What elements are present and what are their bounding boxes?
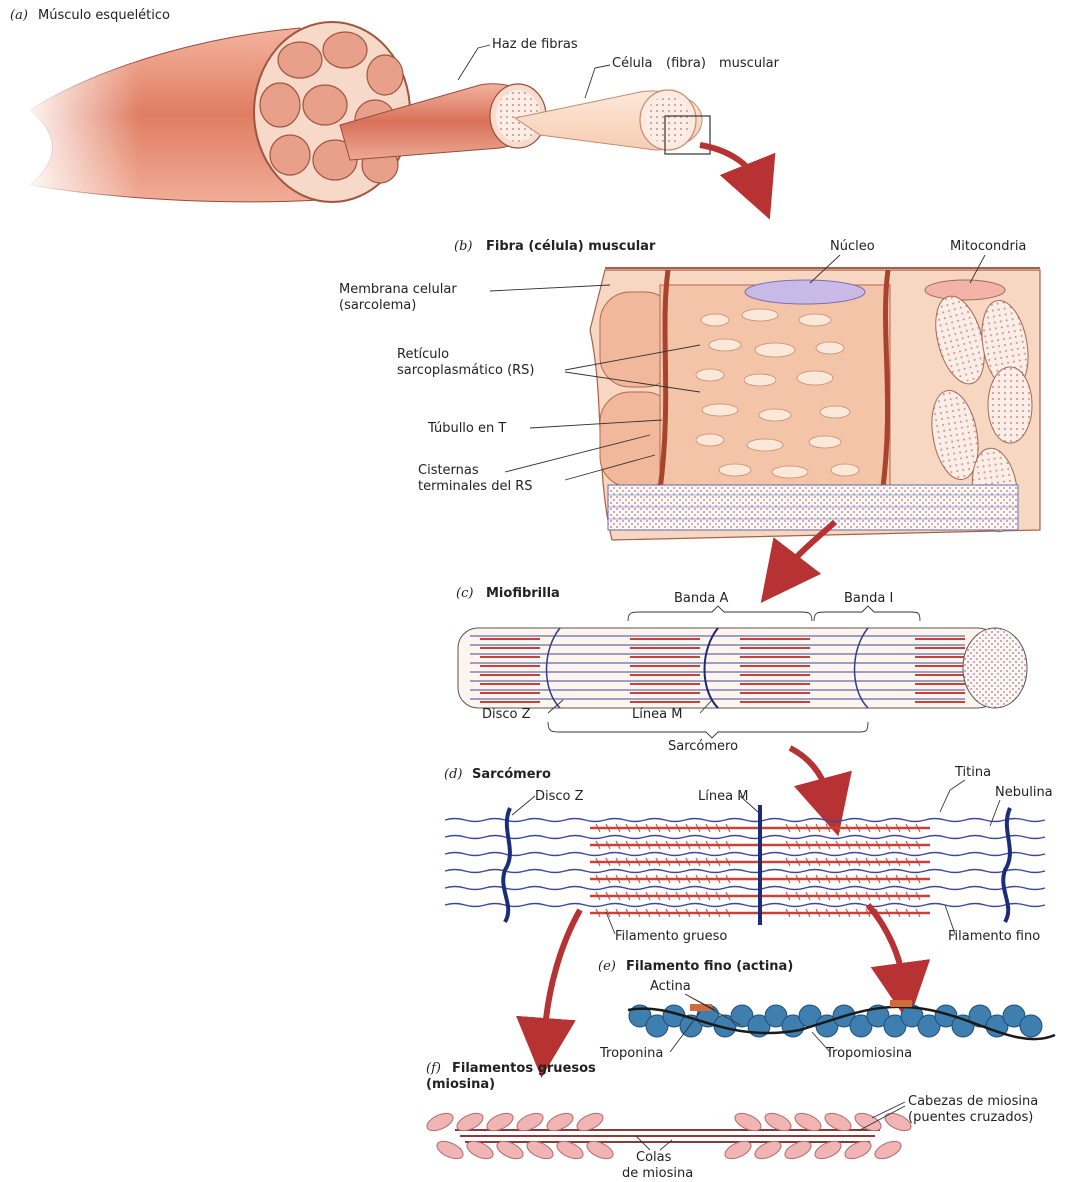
label-colas-1: Colas <box>636 1150 672 1165</box>
thin-filament <box>445 819 1045 822</box>
label-mitocondria: Mitocondria <box>950 239 1026 254</box>
myosin-rod <box>455 1130 880 1142</box>
label-disco-z-d: Disco Z <box>535 789 584 804</box>
label-sarcomero: Sarcómero <box>668 739 738 754</box>
label-banda-i: Banda I <box>844 591 893 606</box>
label-cabezas-1: Cabezas de miosina <box>908 1094 1038 1109</box>
panel-b-muscle-fiber: (b) Fibra (célula) muscular <box>339 239 1040 565</box>
label-celula-1: Célula <box>612 56 653 71</box>
label-colas-2: de miosina <box>622 1166 693 1181</box>
myofibril-end <box>963 628 1027 708</box>
label-celula-2: (fibra) <box>666 56 706 71</box>
panel-c-letter: (c) <box>456 586 473 601</box>
label-haz-fibras: Haz de fibras <box>492 37 578 52</box>
label-cabezas-2: (puentes cruzados) <box>908 1110 1033 1125</box>
panel-e-title: Filamento fino (actina) <box>626 959 793 974</box>
label-disco-z-c: Disco Z <box>482 707 531 722</box>
arrow-d-to-f <box>545 910 580 1030</box>
panel-a-letter: (a) <box>10 8 28 23</box>
myosin-head <box>424 1110 455 1135</box>
label-reticulo-2: sarcoplasmático (RS) <box>397 363 535 378</box>
panel-d-letter: (d) <box>444 767 462 782</box>
label-cisternas-1: Cisternas <box>418 463 479 478</box>
panel-f-letter: (f) <box>426 1061 441 1076</box>
arrow-c-to-d <box>790 748 826 790</box>
panel-d-title: Sarcómero <box>472 767 551 782</box>
label-cisternas-2: terminales del RS <box>418 479 533 494</box>
label-tropomiosina: Tropomiosina <box>825 1046 912 1061</box>
thin-filament <box>445 870 1045 873</box>
panel-f-title-2: (miosina) <box>426 1077 495 1092</box>
arrow-d-to-e <box>868 905 902 975</box>
label-reticulo-1: Retículo <box>397 347 449 362</box>
myosin-head <box>434 1138 465 1163</box>
panel-e-thin-filament: (e) Filamento fino (actina) Actina Tropo… <box>598 959 1055 1061</box>
label-tubulo: Túbullo en T <box>427 421 506 436</box>
label-nebulina: Nebulina <box>995 785 1053 800</box>
panel-e-letter: (e) <box>598 959 616 974</box>
thin-filament <box>445 887 1045 890</box>
label-filamento-fino: Filamento fino <box>948 929 1040 944</box>
panel-a-title: Músculo esquelético <box>38 8 170 23</box>
label-actina: Actina <box>650 979 691 994</box>
panel-f-title-1: Filamentos gruesos <box>452 1061 596 1076</box>
panel-c-myofibril: (c) Miofibrilla Banda A Banda I Disco Z … <box>456 586 1027 790</box>
label-celula-3: muscular <box>719 56 780 71</box>
thin-filament <box>445 853 1045 856</box>
label-nucleo: Núcleo <box>830 239 875 254</box>
myosin-head <box>872 1138 903 1163</box>
label-membrana-1: Membrana celular <box>339 282 457 297</box>
panel-b-letter: (b) <box>454 239 472 254</box>
panel-b-title: Fibra (célula) muscular <box>486 239 656 254</box>
panel-f-thick-filament: (f) Filamentos gruesos (miosina) Cabezas… <box>424 1061 1038 1181</box>
label-titina: Titina <box>954 765 991 780</box>
label-linea-m-c: Línea M <box>632 707 682 722</box>
label-membrana-2: (sarcolema) <box>339 298 416 313</box>
thin-filament <box>445 836 1045 839</box>
panel-a-skeletal-muscle: (a) Músculo esquelético Haz de f <box>10 8 780 210</box>
arrow-a-to-b <box>700 145 752 175</box>
fiber-myofibrils <box>608 485 1018 530</box>
actin-monomer <box>1020 1015 1042 1037</box>
label-filamento-grueso: Filamento grueso <box>615 929 727 944</box>
panel-c-title: Miofibrilla <box>486 586 560 601</box>
nucleus <box>745 280 865 304</box>
thin-filament <box>445 904 1045 907</box>
panel-d-sarcomere: (d) Sarcómero Disco Z Línea M Titina Neb… <box>444 765 1053 1030</box>
label-troponina: Troponina <box>599 1046 663 1061</box>
troponin-2 <box>890 1000 912 1007</box>
label-banda-a: Banda A <box>674 591 728 606</box>
